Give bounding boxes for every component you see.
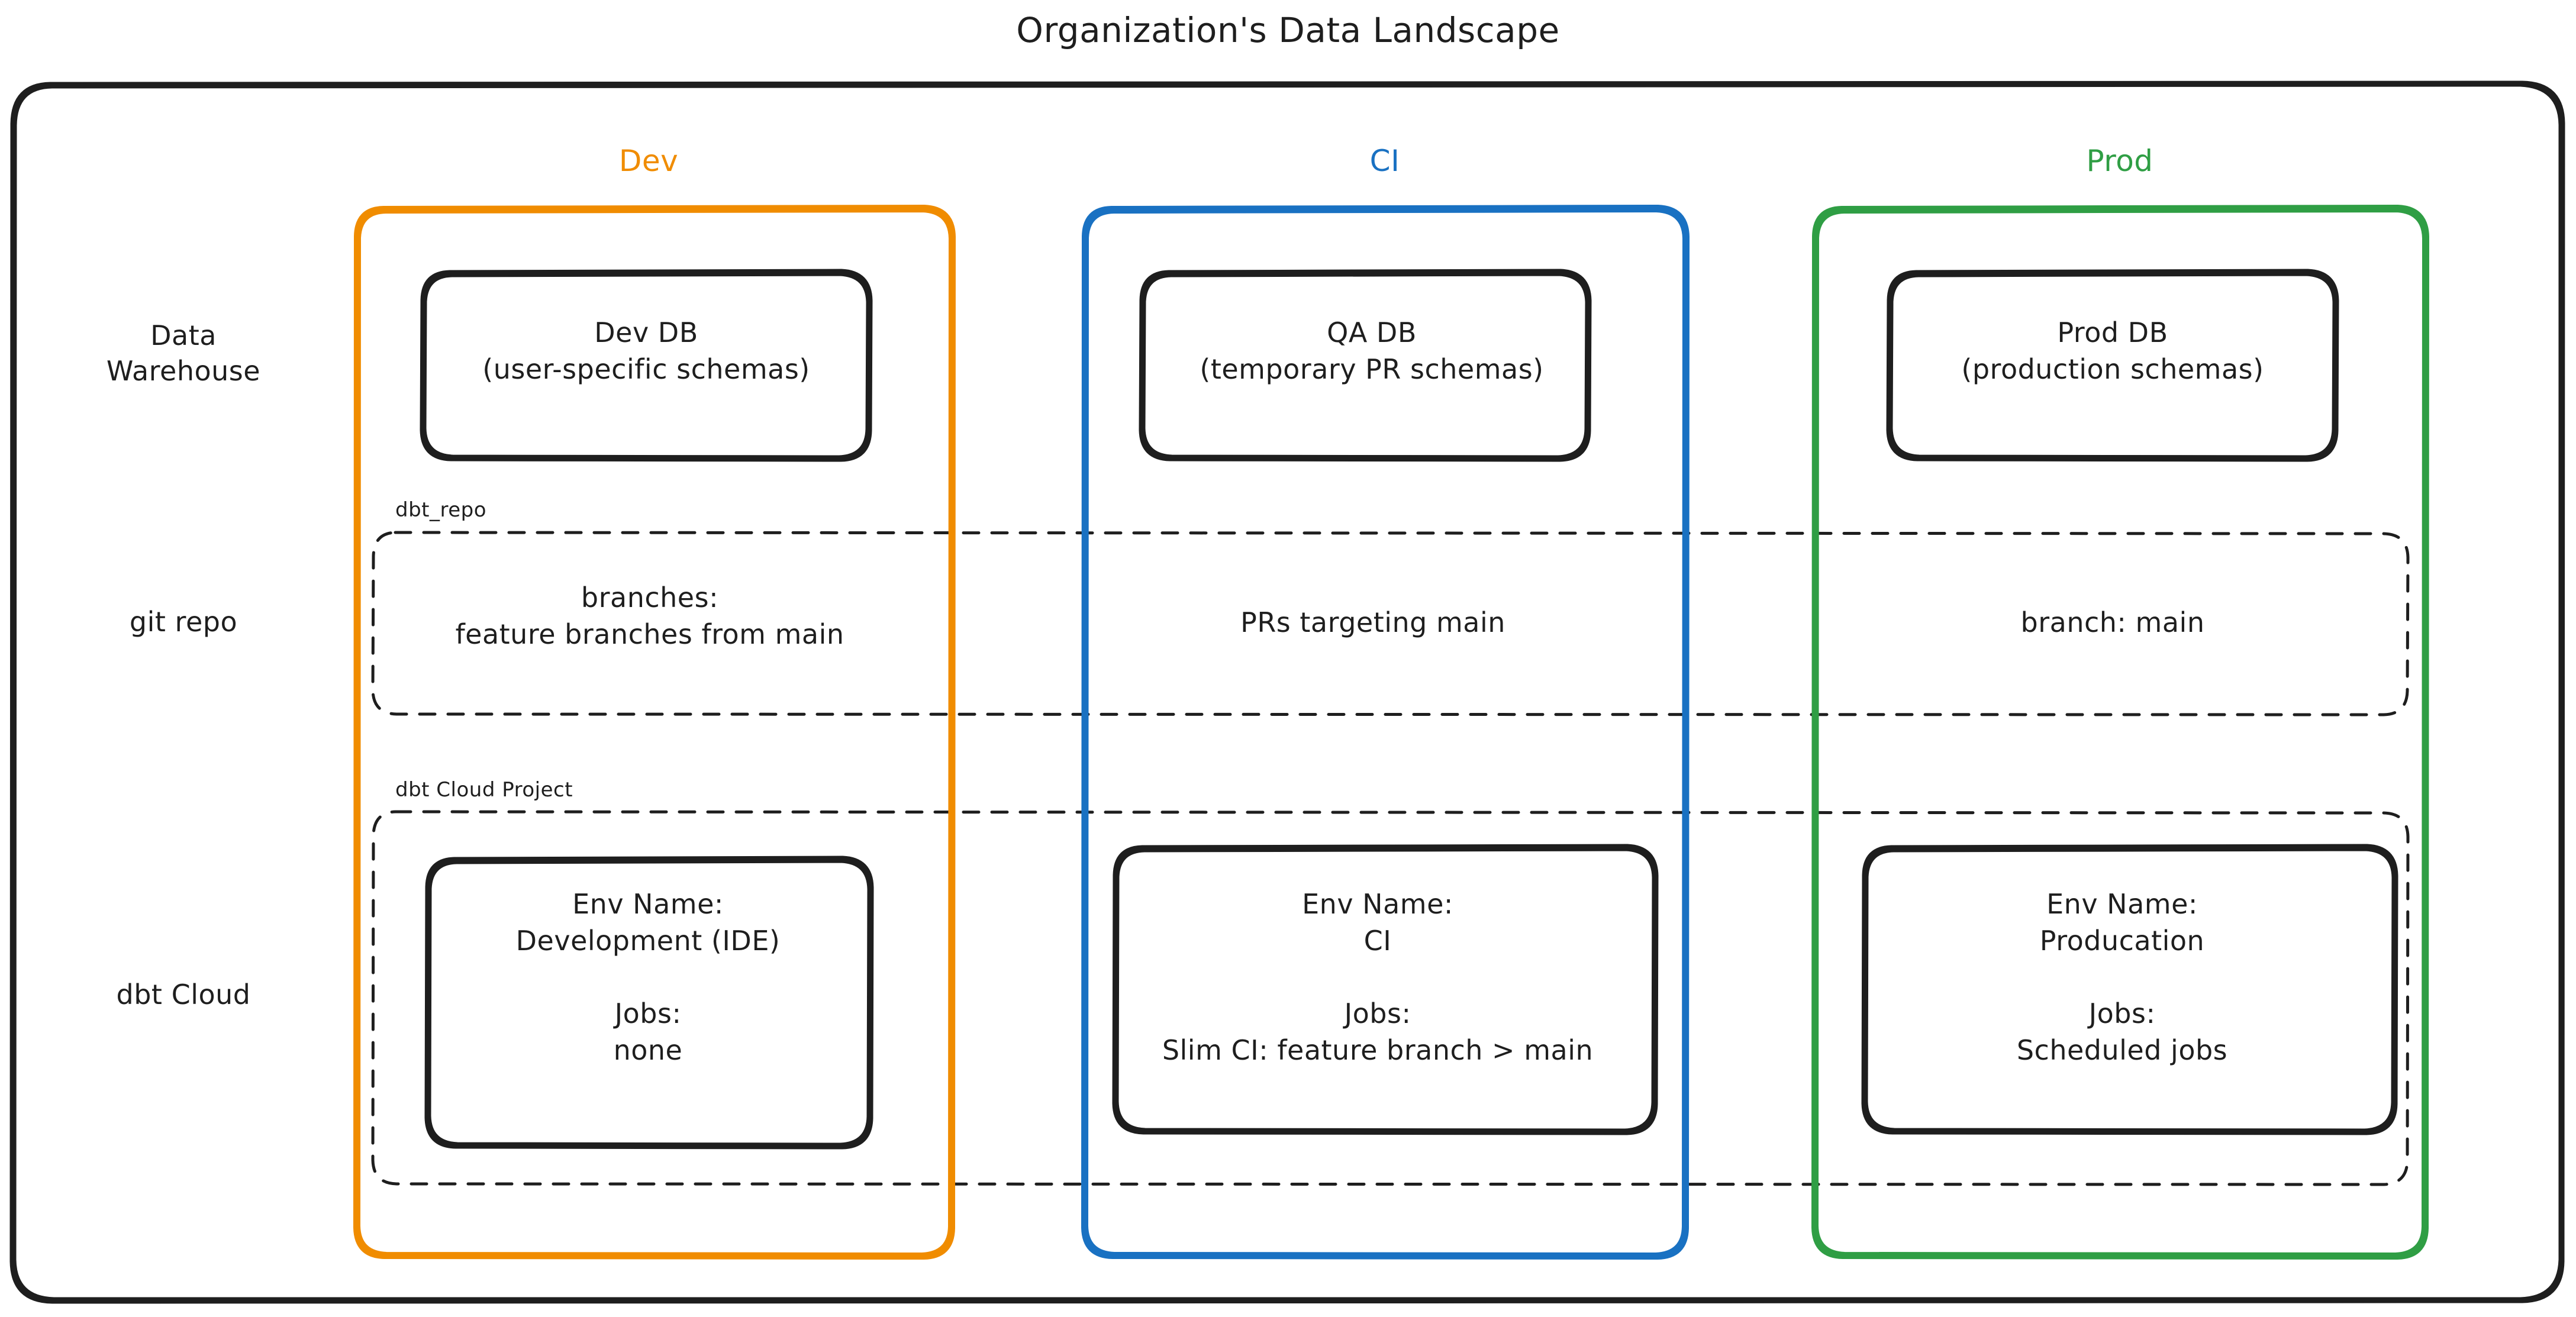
row-label-dbt-cloud: dbt Cloud (116, 979, 251, 1011)
column-band-prod (1811, 205, 2429, 1260)
column-header-dev: Dev (618, 144, 679, 178)
group-label-dbt-repo: dbt_repo (395, 498, 487, 522)
row-label-git-repo: git repo (129, 606, 238, 638)
node-qa-db: QA DB (temporary PR schemas) (1200, 317, 1544, 385)
node-ci-env: Env Name: CI Jobs: Slim CI: feature bran… (1162, 888, 1594, 1066)
column-header-prod: Prod (2086, 144, 2153, 178)
node-dev-git: branches: feature branches from main (455, 582, 844, 650)
page-title: Organization's Data Landscape (1016, 10, 1560, 50)
column-band-ci (1081, 205, 1690, 1260)
group-dbt-repo-border (371, 531, 2410, 716)
node-dev-env: Env Name: Development (IDE) Jobs: none (515, 888, 781, 1066)
node-box-prod-db (1886, 269, 2339, 462)
node-box-ci-env (1112, 844, 1659, 1135)
group-label-dbt-cloud-project: dbt Cloud Project (395, 778, 573, 802)
node-prod-git: branch: main (2020, 606, 2205, 638)
column-header-ci: CI (1369, 144, 1400, 178)
node-ci-git: PRs targeting main (1240, 606, 1505, 638)
node-box-dev-env (424, 856, 874, 1150)
node-dev-db: Dev DB (user-specific schemas) (482, 317, 810, 385)
node-box-qa-db (1139, 269, 1592, 462)
column-band-dev (353, 205, 956, 1260)
node-box-dev-db (420, 269, 873, 462)
group-dbt-cloud-project-border (371, 810, 2410, 1186)
outer-frame (9, 80, 2565, 1304)
node-prod-db: Prod DB (production schemas) (1961, 317, 2264, 385)
row-label-data-warehouse: Data Warehouse (106, 319, 261, 387)
node-box-prod-env (1861, 844, 2398, 1135)
node-prod-env: Env Name: Producation Jobs: Scheduled jo… (2016, 888, 2228, 1066)
